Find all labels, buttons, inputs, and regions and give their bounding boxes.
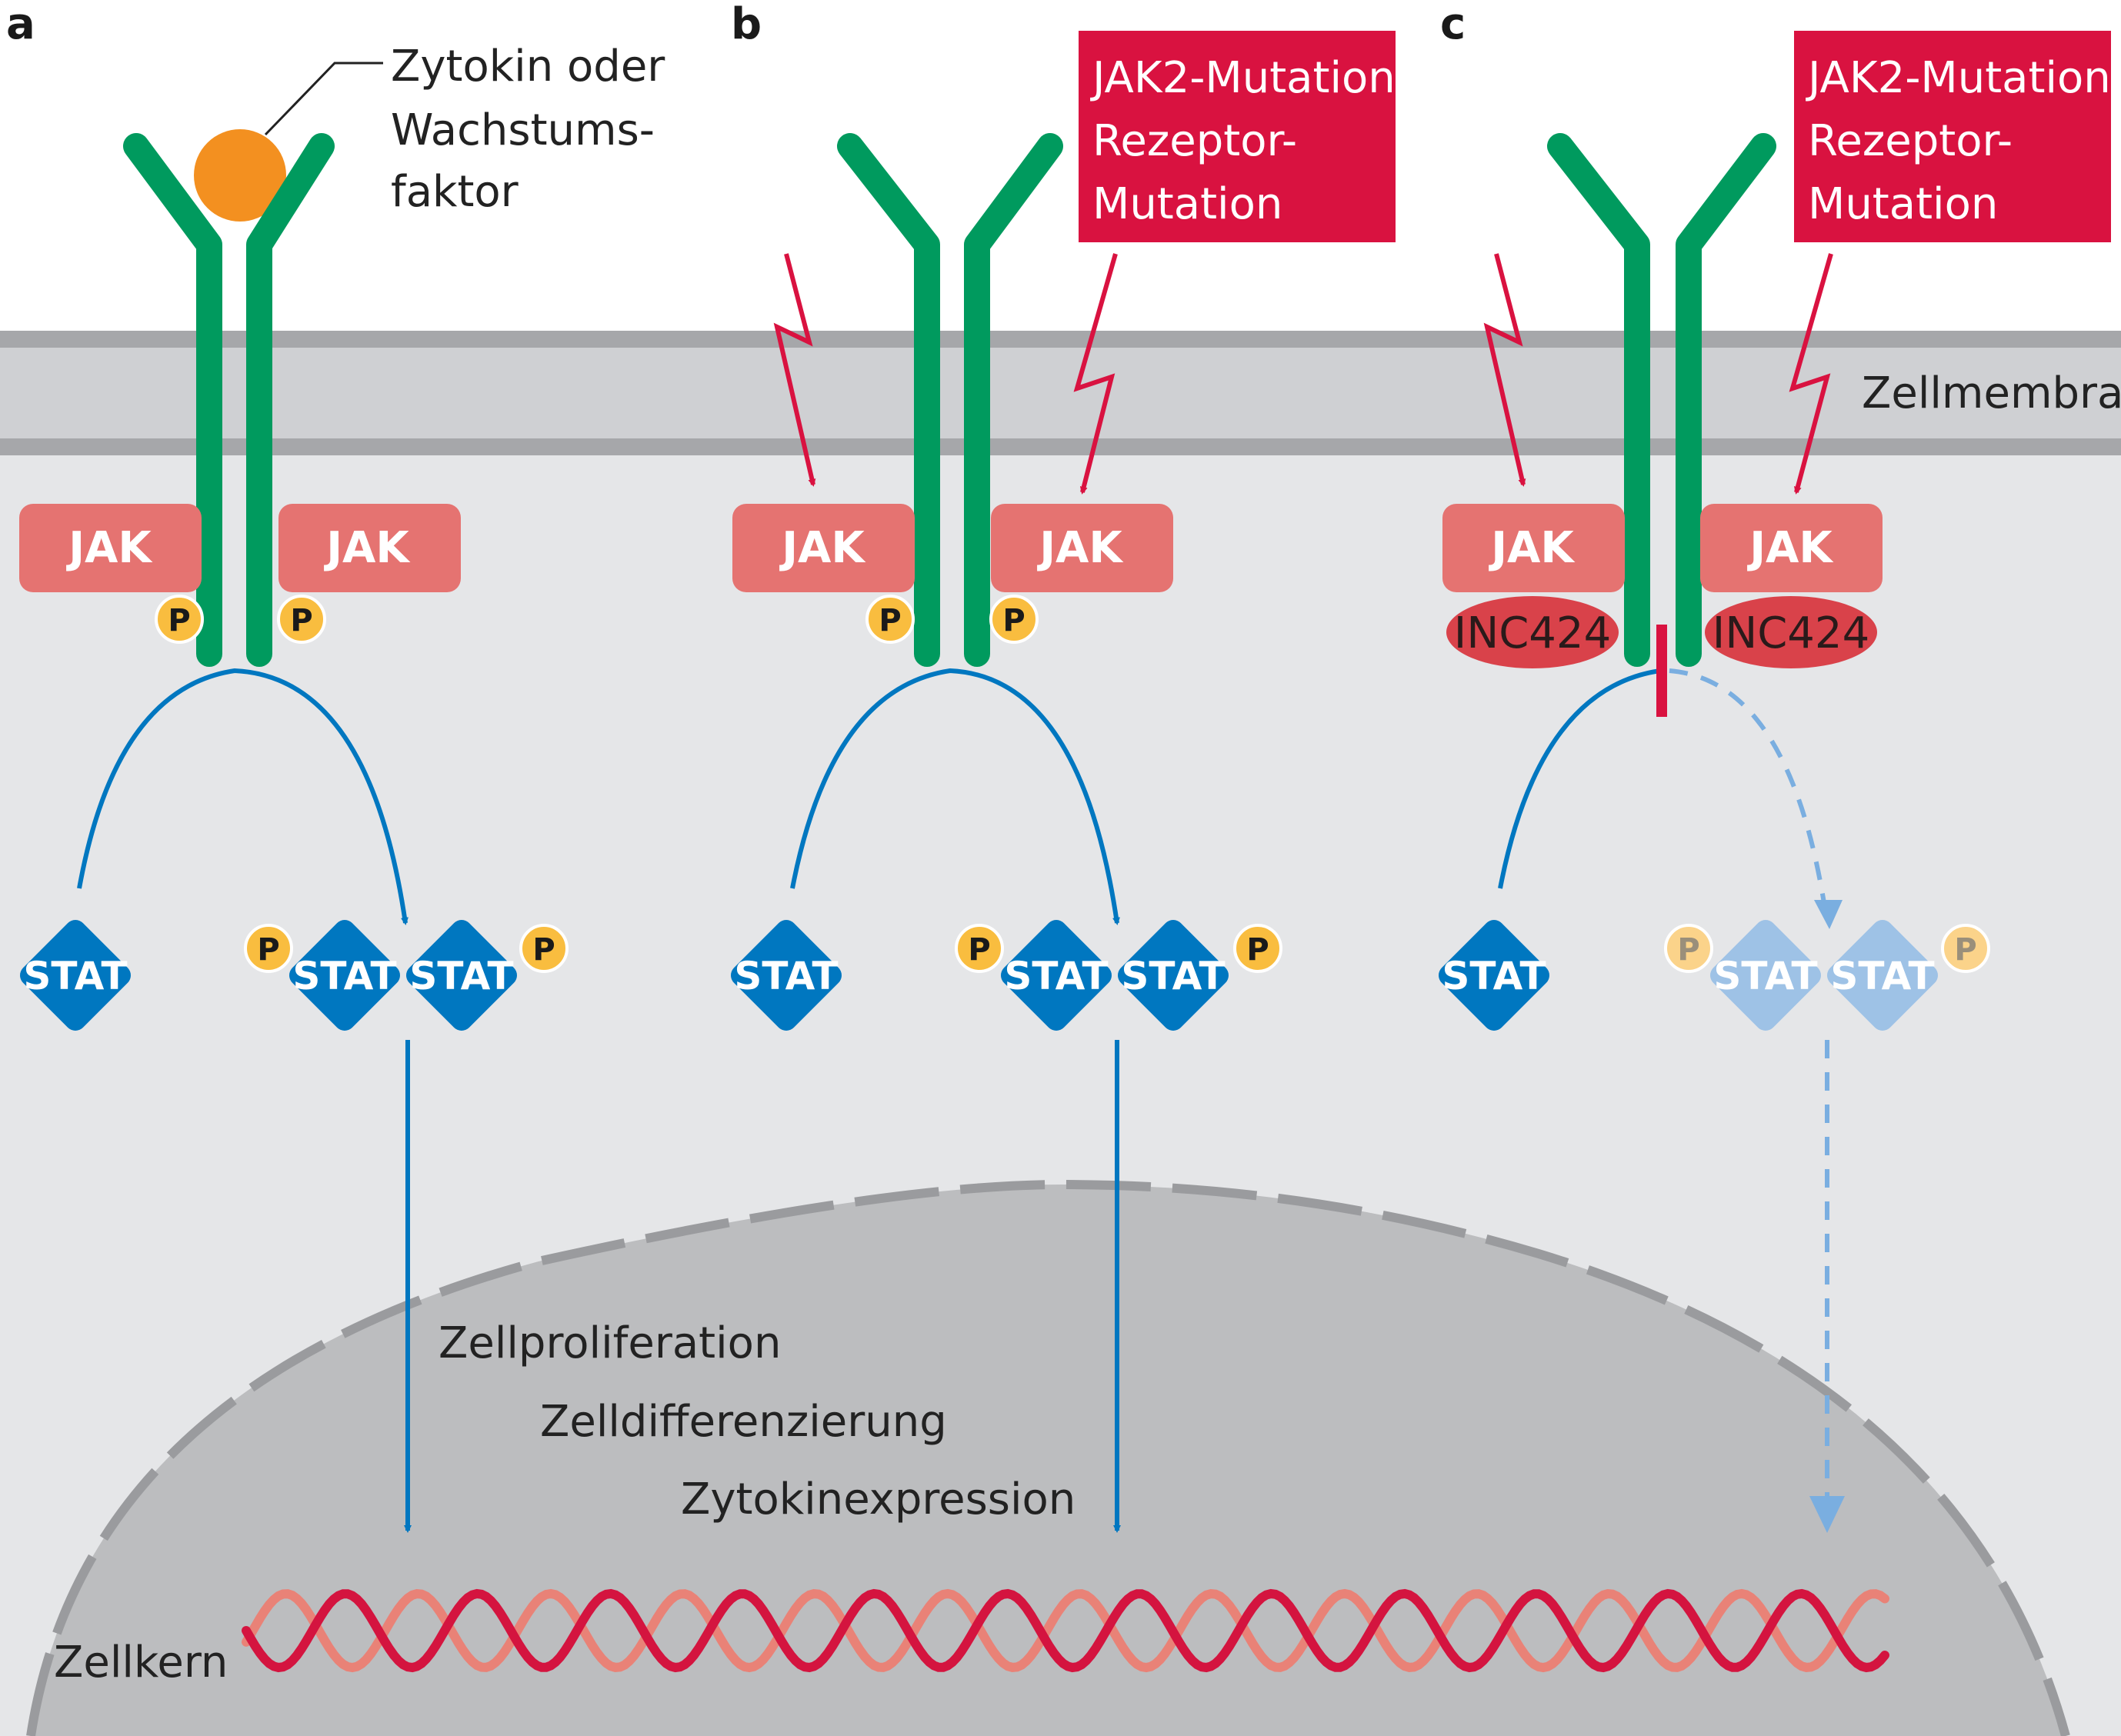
outcome-cytokine-expression: Zytokinexpression [681, 1474, 1076, 1524]
dna-helix [242, 1588, 1889, 1673]
jak-right [991, 504, 1173, 592]
mutation-line1: JAK2-Mutation [1090, 53, 1396, 103]
phosphate-stat-left [955, 924, 1004, 973]
phosphate-jak-left-label: P [879, 603, 901, 638]
jak-left [1442, 504, 1625, 592]
stat-dimer-right-label: STAT [409, 954, 513, 998]
mutation-line3: Mutation [1808, 179, 1998, 229]
phosphate-stat-right-label: P [1954, 932, 1976, 968]
mutation-box [1079, 31, 1396, 242]
jak-left-label: JAK [1488, 523, 1576, 573]
stat-monomer-label: STAT [23, 954, 127, 998]
ligand-label-line1: Zytokin oder [391, 42, 665, 92]
cytokine-ligand [194, 129, 286, 222]
mutation-line2: Rezeptor- [1092, 116, 1297, 166]
phosphate-stat-right [519, 924, 569, 973]
stat-dimer-left-label: STAT [1004, 954, 1108, 998]
activation-arc [77, 668, 409, 925]
phosphate-stat-right-label: P [532, 932, 555, 968]
stat-monomer [20, 920, 131, 1031]
inhibitor-right-label: INC424 [1712, 608, 1869, 658]
stat-monomer [1439, 920, 1549, 1031]
phosphate-stat-right-faded [1941, 924, 1990, 973]
mutation-lightning-left [1483, 253, 1526, 487]
ligand-label-line2: Wachstums- [391, 105, 655, 155]
phosphate-stat-right [1233, 924, 1282, 973]
blocked-activation-arc [1669, 668, 1829, 924]
stat-dimer-left [289, 920, 400, 1031]
cytokine-receptor [123, 133, 335, 667]
membrane-label: Zellmembran [1862, 368, 2121, 418]
jak-right [1700, 504, 1883, 592]
stat-monomer [731, 920, 842, 1031]
inhibitor-left-label: INC424 [1454, 608, 1611, 658]
stat-dimer-right-label: STAT [1121, 954, 1225, 998]
stat-monomer-label: STAT [734, 954, 838, 998]
jak-right-label: JAK [323, 523, 411, 573]
blocked-arc-arrowhead [1814, 900, 1843, 929]
mutation-line3: Mutation [1092, 179, 1282, 229]
mutation-lightning-right [1789, 253, 1833, 495]
phosphate-jak-left-label: P [168, 603, 190, 638]
phosphate-stat-left-label: P [257, 932, 279, 968]
phosphate-jak-left [865, 595, 915, 644]
nucleus-label: Zellkern [54, 1638, 228, 1688]
cell-membrane [0, 331, 2121, 455]
phosphate-stat-left [244, 924, 293, 973]
stat-dimer-left-faded [1710, 920, 1821, 1031]
phosphate-jak-right-label: P [1002, 603, 1025, 638]
ligand-callout-line [264, 62, 383, 136]
stat-dimer-right-faded [1827, 920, 1938, 1031]
phosphate-jak-left [155, 595, 204, 644]
panel-c: c JAK2-Mutation Rezeptor- Mutation JAK J… [1439, 0, 2111, 1533]
stat-dimer-right [1118, 920, 1229, 1031]
jak-left-label: JAK [65, 523, 153, 573]
dna-strand-dark [242, 1588, 1889, 1673]
jak-right [278, 504, 461, 592]
stat-dimer-left [1001, 920, 1112, 1031]
outcome-differentiation: Zelldifferenzierung [540, 1397, 947, 1447]
stat-monomer-label: STAT [1442, 954, 1546, 998]
phosphate-jak-right [989, 595, 1039, 644]
ligand-label-line3: faktor [391, 167, 519, 217]
inhibitor-right [1705, 596, 1877, 668]
panel-letter-a: a [6, 0, 35, 49]
phosphate-stat-left-label: P [968, 932, 990, 968]
activation-arc-partial [1498, 668, 1661, 889]
jak-left-label: JAK [779, 523, 866, 573]
jak-right-label: JAK [1036, 523, 1124, 573]
stat-dimer-right-label: STAT [1830, 954, 1934, 998]
outcome-proliferation: Zellproliferation [439, 1318, 781, 1368]
phosphate-stat-left-label: P [1677, 932, 1699, 968]
stat-dimer-left-label: STAT [292, 954, 396, 998]
panel-letter-c: c [1440, 0, 1466, 49]
phosphate-stat-left-faded [1664, 924, 1713, 973]
mutation-line2: Rezeptor- [1808, 116, 2013, 166]
panel-letter-b: b [731, 0, 762, 49]
phosphate-stat-right-label: P [1246, 932, 1269, 968]
jak-right-label: JAK [1746, 523, 1834, 573]
mutant-receptor [1547, 133, 1776, 667]
dna-strand-light [242, 1588, 1889, 1673]
phosphate-jak-right-label: P [290, 603, 312, 638]
panel-a: a Zytokin oder Wachstums- faktor JAK JAK… [6, 0, 665, 1533]
phosphate-jak-right [277, 595, 326, 644]
jak-left [19, 504, 202, 592]
stat-dimer-left-label: STAT [1713, 954, 1817, 998]
activation-arc [790, 668, 1120, 925]
jak-left [732, 504, 915, 592]
mutation-lightning-left [773, 253, 816, 487]
blocked-translocation-arrowhead [1809, 1496, 1845, 1533]
inhibitor-left [1446, 596, 1619, 668]
mutation-lightning-right [1073, 253, 1118, 495]
mutation-line1: JAK2-Mutation [1806, 53, 2111, 103]
stat-dimer-right [406, 920, 517, 1031]
mutant-receptor [837, 133, 1063, 667]
mutation-box-c [1794, 31, 2111, 242]
panel-b: b JAK2-Mutation Rezeptor- Mutation JAK J… [731, 0, 1396, 1533]
